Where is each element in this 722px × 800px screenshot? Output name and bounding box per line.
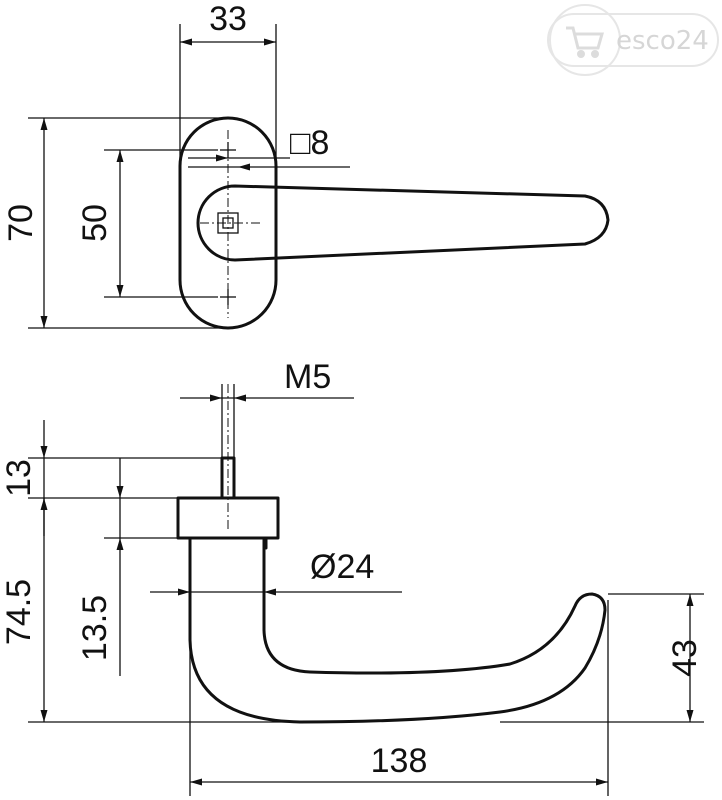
dimension-label-lever-diameter: Ø24 (310, 548, 374, 586)
dimension-total-height: 74.5 (0, 498, 300, 723)
screw-mark-bottom (220, 289, 236, 305)
watermark-text: esco24 (616, 26, 709, 56)
dimension-square-spindle: □8 (188, 124, 350, 171)
watermark-circle (549, 4, 621, 76)
top-view: 33 □8 70 50 (2, 0, 610, 330)
rose-disc (176, 496, 280, 540)
dimension-rose-width: 33 (179, 0, 277, 160)
dimension-label-total-height: 74.5 (0, 579, 38, 645)
dimension-label-thread: M5 (284, 358, 331, 396)
dimension-thread: M5 (180, 358, 354, 458)
dimension-projection: 138 (189, 600, 609, 796)
watermark-pill (547, 13, 719, 67)
dimension-spindle-length: 13 (0, 420, 222, 536)
screw-mark-top (220, 142, 236, 158)
dimension-label-rose-width: 33 (209, 0, 247, 38)
dimension-neck-height: 13.5 (76, 458, 178, 676)
dimension-label-rose-height: 70 (2, 204, 40, 242)
dimension-rose-height: 70 (2, 117, 226, 329)
dimension-label-screw-spacing: 50 (76, 204, 114, 242)
lever-outline (196, 184, 610, 262)
side-view: M5 13 74.5 13.5 (0, 358, 704, 796)
dimension-label-spindle-length: 13 (0, 459, 38, 497)
dimension-tip-height: 43 (500, 593, 704, 723)
dimension-label-square-spindle: □8 (290, 124, 329, 162)
dimension-label-neck-height: 13.5 (76, 595, 114, 661)
dimension-label-tip-height: 43 (666, 639, 704, 677)
shopping-cart-icon (566, 26, 604, 58)
rose-outline (178, 116, 278, 330)
lever-profile (188, 538, 607, 724)
dimension-lever-diameter: Ø24 (150, 548, 402, 596)
watermark: esco24 (547, 4, 719, 76)
dimension-screw-spacing: 50 (76, 149, 218, 298)
dimension-label-projection: 138 (371, 742, 428, 780)
